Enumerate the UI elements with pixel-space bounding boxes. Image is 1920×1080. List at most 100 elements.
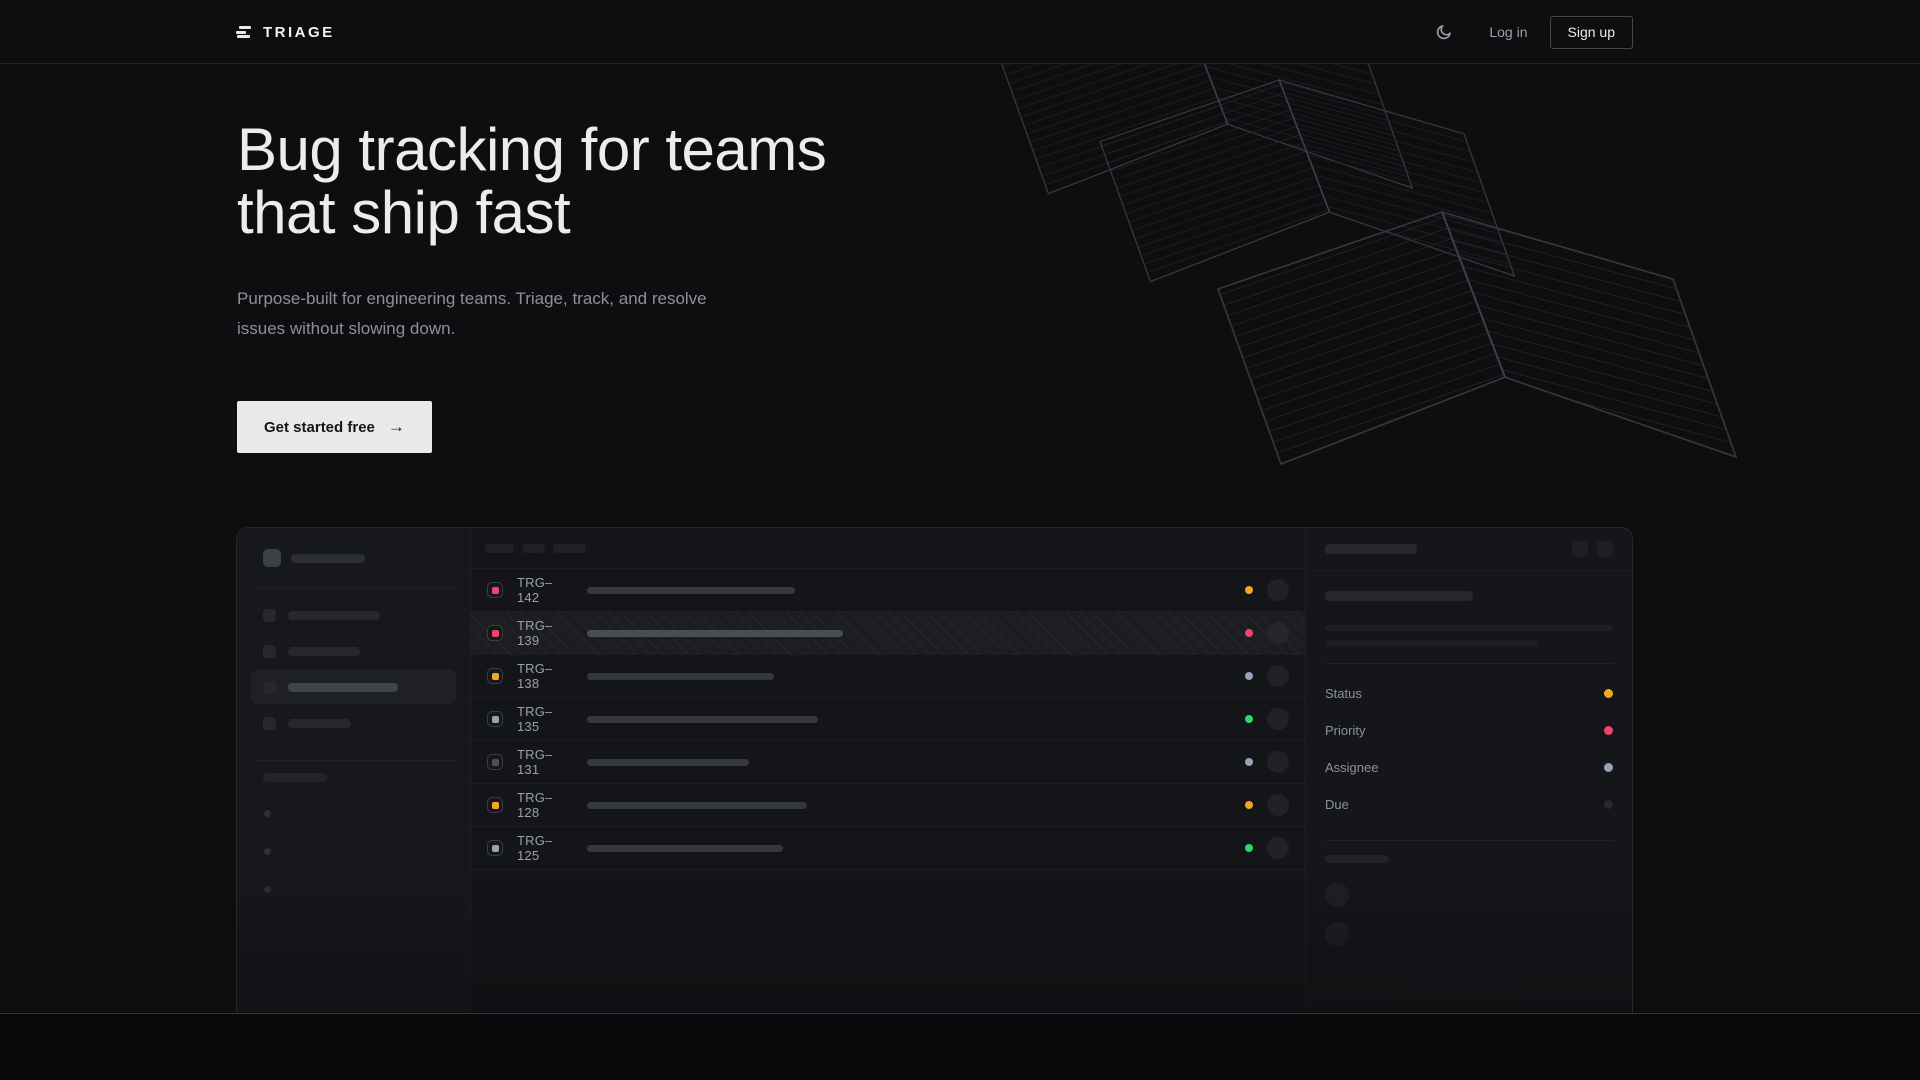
- login-link[interactable]: Log in: [1489, 24, 1528, 40]
- issue-status-dot: [1245, 586, 1253, 594]
- sidebar-item[interactable]: [251, 706, 456, 740]
- detail-panel-header: [1306, 528, 1632, 571]
- issue-rows: TRG–142 TRG–139 TRG–138 TRG–135 TRG–131: [471, 569, 1305, 870]
- issue-type-icon: [487, 582, 503, 598]
- sidebar-bullet: [264, 810, 271, 817]
- issue-row[interactable]: TRG–125: [471, 827, 1305, 870]
- issue-row[interactable]: TRG–138: [471, 655, 1305, 698]
- issue-assignee-avatar: [1267, 665, 1289, 687]
- filter-tab-placeholder[interactable]: [522, 543, 545, 553]
- property-row[interactable]: Status: [1325, 675, 1613, 712]
- issue-status-dot: [1245, 715, 1253, 723]
- issue-status-dot: [1245, 629, 1253, 637]
- sidebar-bullet: [264, 848, 271, 855]
- issue-title-placeholder: [1325, 591, 1473, 601]
- issue-type-icon: [487, 711, 503, 727]
- triage-logo-icon: [236, 24, 252, 40]
- issue-description-placeholder: [1325, 625, 1613, 631]
- filter-tab-placeholder[interactable]: [553, 543, 586, 553]
- sidebar-item-icon: [263, 644, 276, 658]
- workspace-switcher: [263, 549, 470, 567]
- property-label: Priority: [1325, 723, 1366, 738]
- issue-id: TRG–139: [517, 618, 553, 648]
- property-value-dot: [1604, 689, 1613, 698]
- issue-title-placeholder: [587, 629, 843, 637]
- issue-assignee-avatar: [1267, 794, 1289, 816]
- hero-subtitle: Purpose-built for engineering teams. Tri…: [237, 289, 707, 338]
- issue-row[interactable]: TRG–139: [471, 612, 1305, 655]
- property-label: Status: [1325, 686, 1362, 701]
- sidebar-bullet: [264, 886, 271, 893]
- sidebar-item-active[interactable]: [251, 670, 456, 704]
- brand-name: TRIAGE: [263, 23, 335, 41]
- activity-section-label-placeholder: [1325, 855, 1389, 863]
- issue-id: TRG–138: [517, 661, 553, 691]
- issue-assignee-avatar: [1267, 579, 1289, 601]
- issue-title-placeholder: [587, 715, 818, 723]
- issue-id: TRG–131: [517, 747, 553, 777]
- issue-title-placeholder: [587, 672, 774, 680]
- property-value-dot: [1604, 763, 1613, 772]
- panel-action-button[interactable]: [1572, 541, 1588, 557]
- issue-title-placeholder: [587, 801, 807, 809]
- issue-assignee-avatar: [1267, 622, 1289, 644]
- issue-description-placeholder: [1325, 640, 1539, 646]
- panel-title-placeholder: [1325, 544, 1417, 554]
- issue-id: TRG–135: [517, 704, 553, 734]
- activity-avatar: [1325, 883, 1349, 907]
- brand-logo[interactable]: TRIAGE: [236, 24, 335, 41]
- issue-row[interactable]: TRG–131: [471, 741, 1305, 784]
- panel-action-button[interactable]: [1597, 541, 1613, 557]
- workspace-name-placeholder: [291, 553, 365, 563]
- property-row[interactable]: Priority: [1325, 712, 1613, 749]
- sidebar-item-icon: [263, 716, 276, 730]
- sidebar-item-label-placeholder: [288, 682, 398, 692]
- issue-assignee-avatar: [1267, 708, 1289, 730]
- sidebar-section-label-placeholder: [263, 773, 327, 782]
- moon-icon: [1437, 25, 1452, 40]
- sidebar-nav: [237, 598, 470, 740]
- issue-title-placeholder: [587, 586, 795, 594]
- workspace-avatar: [263, 549, 281, 567]
- signup-button[interactable]: Sign up: [1549, 15, 1633, 49]
- issue-list-pane: TRG–142 TRG–139 TRG–138 TRG–135 TRG–131: [471, 528, 1305, 1014]
- app-preview-card: TRG–142 TRG–139 TRG–138 TRG–135 TRG–131: [236, 527, 1633, 1014]
- arrow-right-icon: →: [387, 417, 405, 436]
- sidebar-item-label-placeholder: [288, 718, 351, 728]
- issue-type-icon: [487, 754, 503, 770]
- property-value-dot: [1604, 800, 1613, 809]
- preview-sidebar: [237, 528, 471, 1014]
- issue-assignee-avatar: [1267, 837, 1289, 859]
- filter-tab-placeholder[interactable]: [485, 543, 514, 553]
- sidebar-item[interactable]: [251, 634, 456, 668]
- theme-toggle-button[interactable]: [1431, 19, 1457, 45]
- issue-row[interactable]: TRG–142: [471, 569, 1305, 612]
- issue-status-dot: [1245, 758, 1253, 766]
- property-row[interactable]: Due: [1325, 786, 1613, 823]
- issue-list-header: [471, 528, 1305, 569]
- sidebar-item-icon: [263, 680, 276, 694]
- issue-properties: Status Priority Assignee Due: [1325, 675, 1613, 823]
- get-started-button[interactable]: Get started free →: [237, 401, 432, 453]
- issue-detail-panel: Status Priority Assignee Due: [1305, 528, 1632, 1014]
- property-label: Due: [1325, 797, 1349, 812]
- issue-id: TRG–142: [517, 575, 553, 605]
- issue-id: TRG–128: [517, 790, 553, 820]
- issue-title-placeholder: [587, 844, 783, 852]
- sidebar-item[interactable]: [251, 598, 456, 632]
- issue-status-dot: [1245, 844, 1253, 852]
- property-row[interactable]: Assignee: [1325, 749, 1613, 786]
- top-nav: TRIAGE Log in Sign up: [0, 0, 1920, 64]
- issue-row[interactable]: TRG–135: [471, 698, 1305, 741]
- issue-type-icon: [487, 625, 503, 641]
- issue-type-icon: [487, 840, 503, 856]
- issue-title-placeholder: [587, 758, 749, 766]
- cta-label: Get started free: [264, 418, 375, 436]
- issue-type-icon: [487, 668, 503, 684]
- footer-strip: [0, 1013, 1920, 1080]
- issue-id: TRG–125: [517, 833, 553, 863]
- issue-row[interactable]: TRG–128: [471, 784, 1305, 827]
